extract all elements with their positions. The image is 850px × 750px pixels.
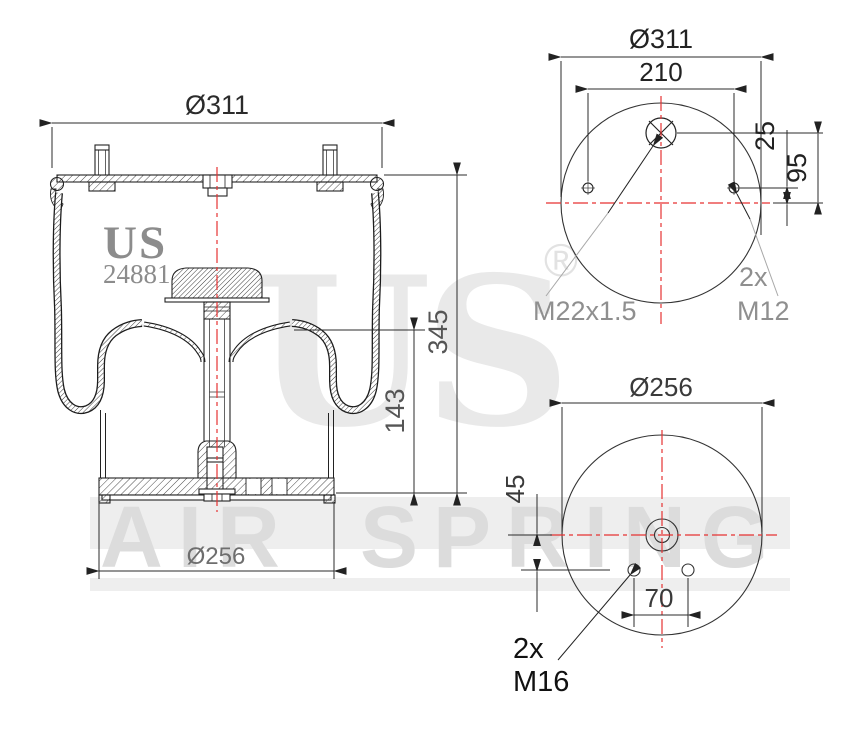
stud-right <box>316 144 344 192</box>
plate-bead-left <box>49 176 65 192</box>
bellows-left-wall <box>52 192 143 414</box>
piston-column <box>203 319 231 447</box>
bolt-hole-m16-right-icon <box>681 563 695 577</box>
dim-bottom-diameter: Ø256 <box>629 372 693 402</box>
label-stud-thread: M12 <box>737 296 790 326</box>
stud-hole-m12-right-icon <box>727 181 741 195</box>
side-view-dimensions <box>39 119 467 579</box>
brand-part-number: 24881 <box>103 259 171 289</box>
piston-skirt <box>100 410 334 478</box>
stud-hole-m12-left-icon <box>581 181 595 195</box>
dim-top-stud-offset: 25 <box>750 121 780 151</box>
label-stud-qty: 2x <box>739 262 768 292</box>
plate-bead-right <box>369 176 385 192</box>
top-view-dimensions <box>548 53 823 235</box>
piston-dome <box>143 321 291 363</box>
dim-bottom-hole-spacing: 70 <box>645 583 674 613</box>
top-view-leaders <box>545 133 779 297</box>
watermark-us-text: US <box>253 233 564 473</box>
dim-bottom-hole-offset: 45 <box>500 475 530 504</box>
brand-logo: US <box>103 217 167 269</box>
dim-top-stud-spacing: 210 <box>639 57 682 87</box>
dim-top-diameter: Ø311 <box>629 24 693 54</box>
label-hole-qty: 2x <box>513 633 544 665</box>
dim-side-top-diameter: Ø311 <box>185 90 249 120</box>
dim-side-piston-height: 143 <box>380 388 410 433</box>
watermark-band-lower <box>90 578 790 591</box>
dim-top-port-offset: 95 <box>782 153 812 183</box>
dim-side-bottom-diameter: Ø256 <box>187 543 246 570</box>
bellows-right-wall <box>291 192 382 414</box>
bottom-view-dimensions <box>508 399 775 661</box>
label-port-thread: M22x1.5 <box>533 296 637 326</box>
label-hole-thread: M16 <box>513 666 569 698</box>
stud-left <box>88 144 116 192</box>
dim-side-overall-height: 345 <box>423 309 453 354</box>
